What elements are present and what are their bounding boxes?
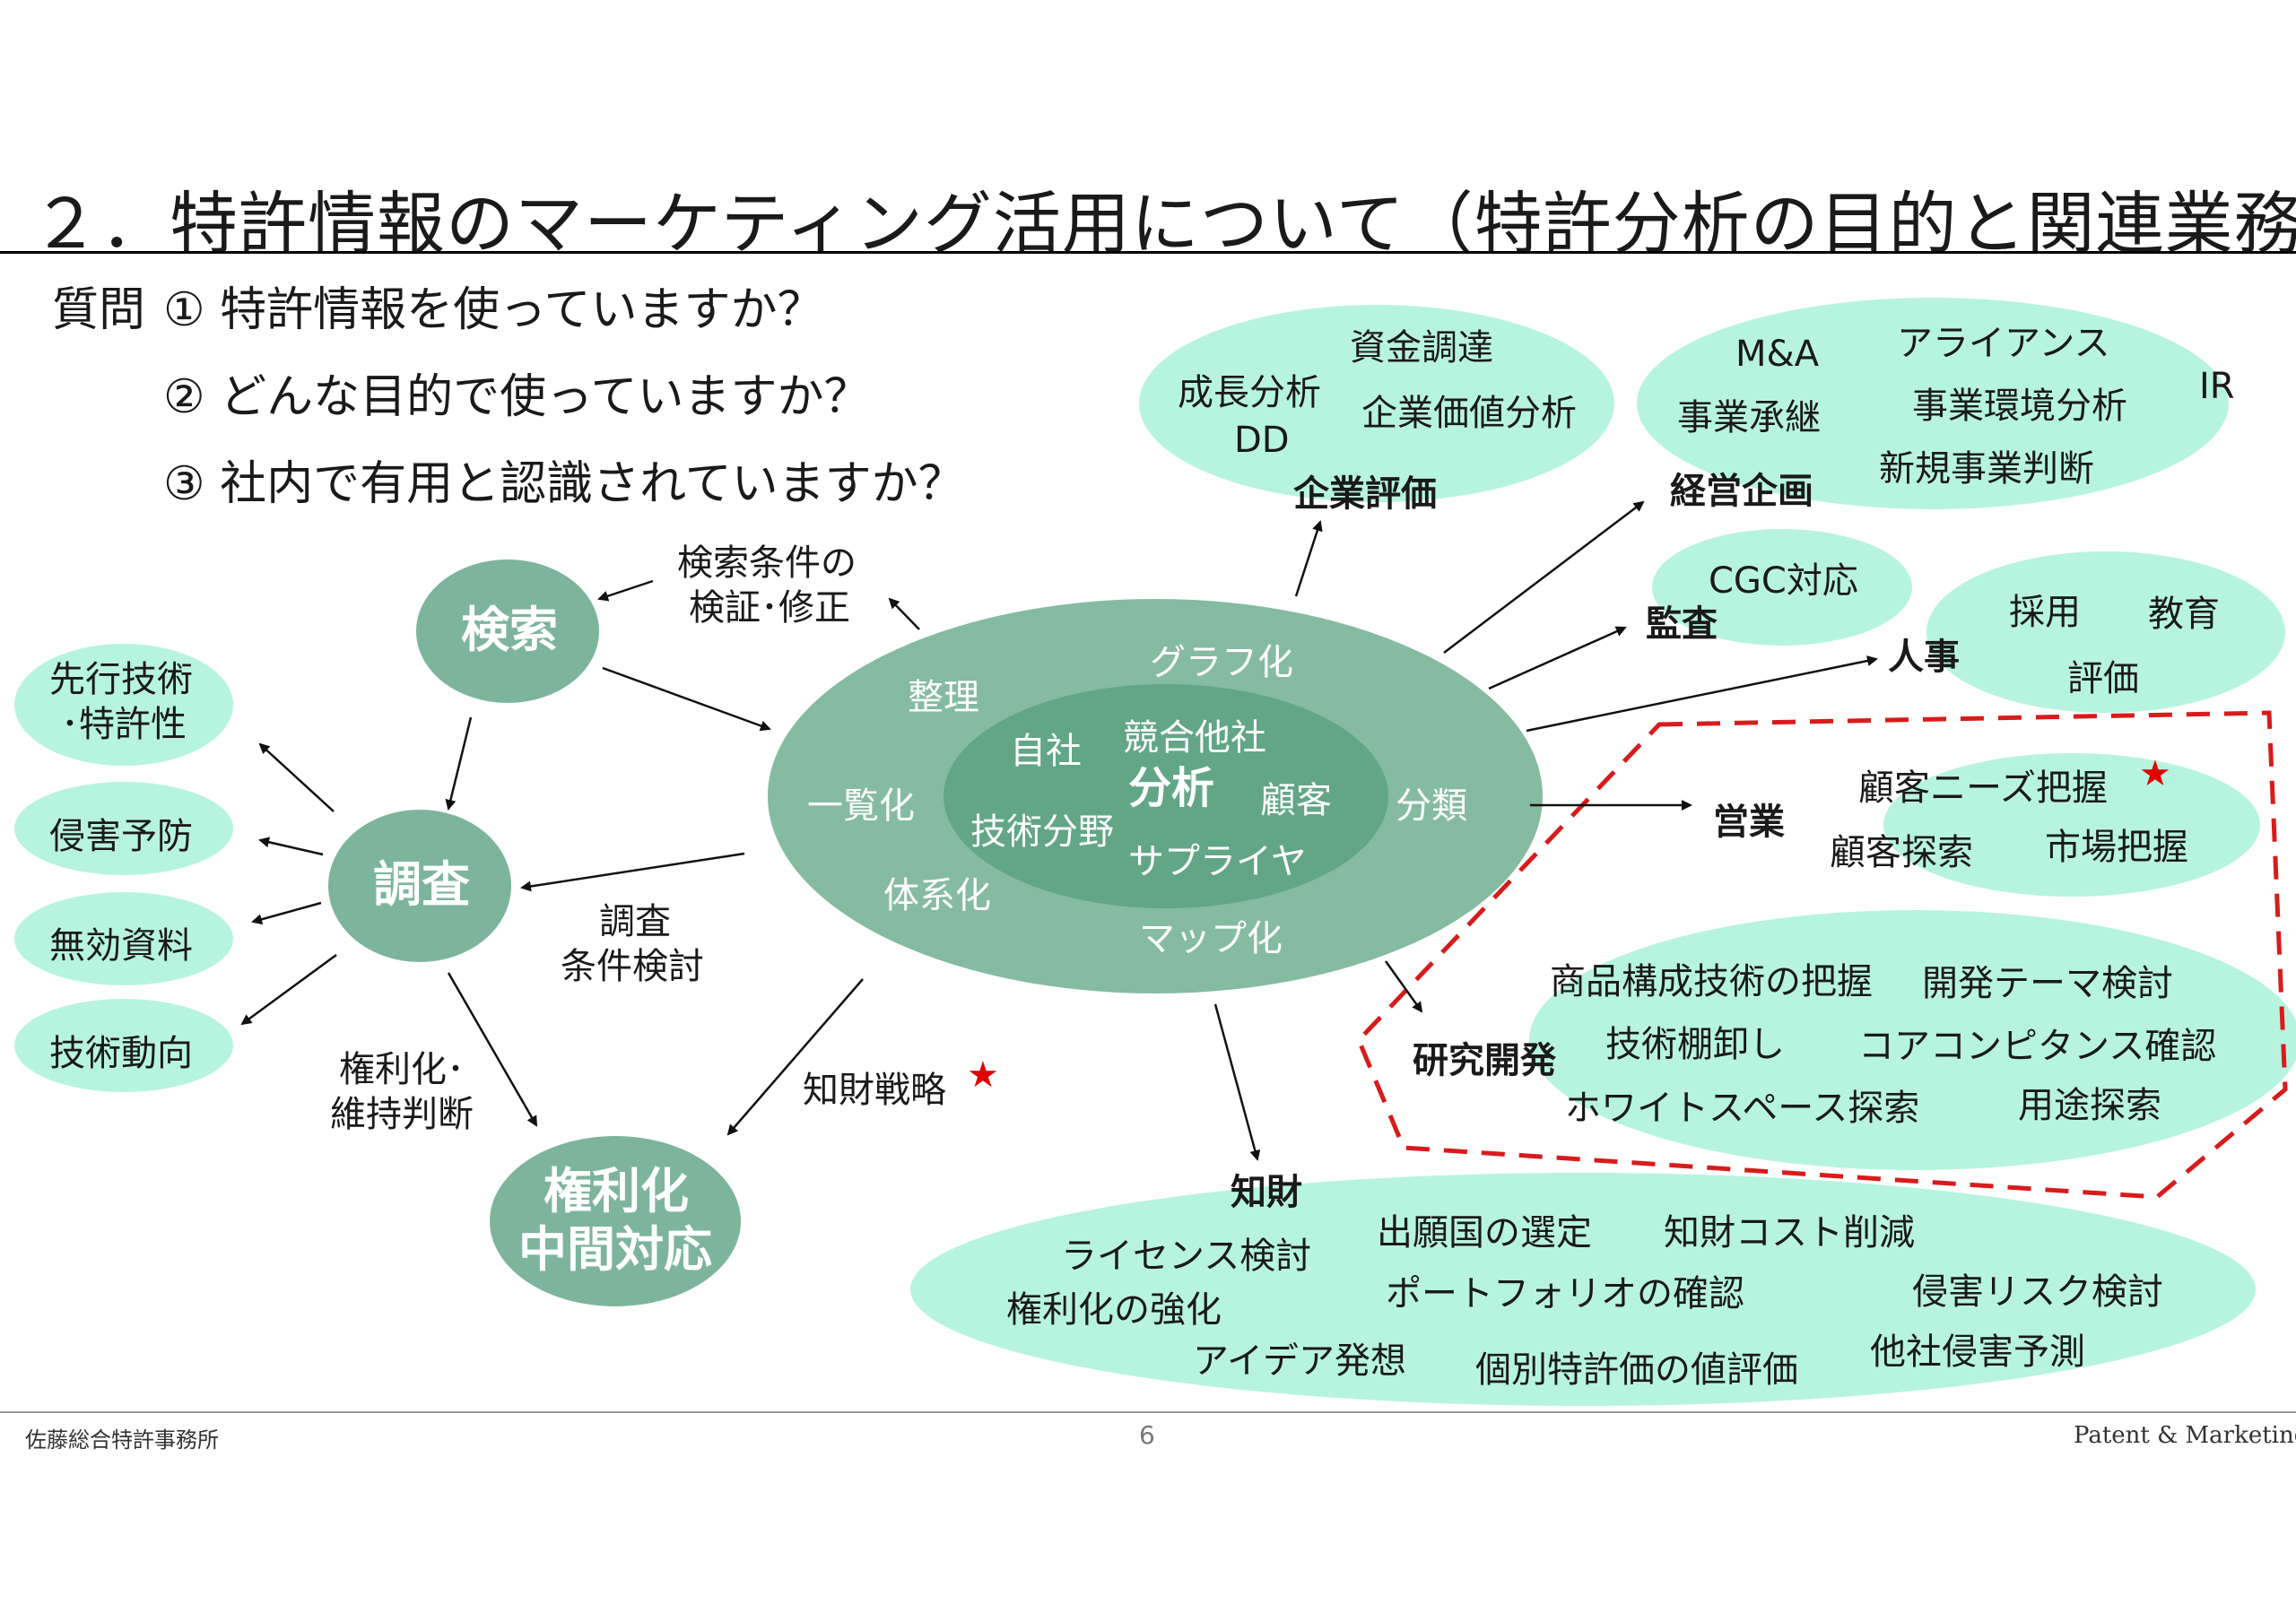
keiei-item-alliance: アライアンス — [1897, 314, 2110, 366]
kansa-item-cgc: CGC対応 — [1709, 551, 1858, 603]
kenkyu-item-theme: 開発テーマ検討 — [1922, 954, 2173, 1006]
arrow-kensaku-to-chousa — [448, 717, 471, 809]
center-outer-seiri: 整理 — [908, 668, 979, 720]
arrow-label-to-kensaku — [599, 581, 653, 599]
jinji-item-hyouka: 評価 — [2067, 649, 2139, 701]
center-inner-jisha: 自社 — [1010, 722, 1082, 774]
kenkyu-item-white: ホワイトスペース探索 — [1565, 1079, 1919, 1131]
kigyou-hyouka-label: 企業評価 — [1293, 464, 1437, 516]
kenkyu-label: 研究開発 — [1413, 1031, 1556, 1083]
eigyou-item-needs: 顧客ニーズ把握 — [1858, 759, 2108, 811]
eigyou-label: 営業 — [1713, 793, 1785, 845]
chizai-item-shutsugan: 出願国の選定 — [1377, 1203, 1592, 1255]
kigyou-item-kachi: 企業価値分析 — [1361, 384, 1577, 436]
chousa-target-2: 侵害予防 — [49, 807, 193, 859]
kigyou-item-shikin: 資金調達 — [1350, 318, 1493, 370]
kenrika-label-2: 中間対応 — [518, 1222, 712, 1278]
keiei-item-ma: M&A — [1735, 334, 1819, 375]
chizai-item-risk: 侵害リスク検討 — [1912, 1262, 2163, 1314]
chousa-target-3: 無効資料 — [49, 916, 193, 968]
arrow-center-to-keiei — [1444, 502, 1643, 653]
kenkyu-item-tanaoroshi: 技術棚卸し — [1605, 1015, 1785, 1067]
jinji-item-kyouiku: 教育 — [2148, 585, 2220, 637]
center-outer-bunrui: 分類 — [1396, 776, 1467, 828]
kigyou-item-dd: DD — [1234, 420, 1290, 461]
center-inner-gijutsu: 技術分野 — [970, 802, 1114, 854]
arrow-center-to-chousa — [522, 854, 744, 888]
arrow-chousa-to-target-4 — [242, 955, 336, 1024]
chizai-label: 知財 — [1231, 1163, 1302, 1215]
center-outer-map: マップ化 — [1139, 909, 1283, 961]
jinji-item-saiyou: 採用 — [2009, 583, 2081, 635]
footer-rule — [0, 1411, 2296, 1413]
arrow-center-to-kensaku-label — [890, 599, 919, 629]
eigyou-item-needs-star: ★ — [2139, 753, 2171, 794]
jinji-label: 人事 — [1888, 628, 1960, 680]
chizai-item-license: ライセンス検討 — [1061, 1227, 1311, 1279]
chizai-item-idea: アイデア発想 — [1193, 1331, 1406, 1383]
eigyou-item-shijou: 市場把握 — [2045, 818, 2188, 870]
kigyou-item-seichou: 成長分析 — [1178, 363, 1321, 415]
footer-right: Patent & Marketing — [2074, 1422, 2296, 1449]
chousa-cond-label-2: 条件検討 — [561, 937, 704, 989]
keiei-kikaku-label: 経営企画 — [1670, 462, 1813, 514]
arrow-kensaku-to-center — [603, 668, 770, 729]
keiei-item-ir: IR — [2199, 366, 2235, 407]
kenkyu-item-youto: 用途探索 — [2018, 1076, 2161, 1128]
chizai-item-tasha: 他社侵害予測 — [1870, 1323, 2085, 1375]
chousa-target-4: 技術動向 — [49, 1024, 193, 1076]
chizai-item-kobetsu: 個別特許価の値評価 — [1475, 1340, 1798, 1392]
kenri-iji-label-2: 維持判断 — [330, 1085, 474, 1137]
keiei-item-kankyou: 事業環境分析 — [1912, 377, 2127, 429]
center-inner-kokyaku: 顧客 — [1260, 771, 1332, 823]
chousa-target-1-line2: ･特許性 — [61, 695, 187, 747]
arrow-chousa-to-target-1 — [260, 744, 334, 811]
chizai-senryaku-label: 知財戦略 — [803, 1061, 946, 1113]
arrow-center-to-chizai — [1215, 1004, 1257, 1159]
center-inner-kyougou: 競合他社 — [1123, 708, 1266, 760]
center-outer-graph: グラフ化 — [1150, 633, 1293, 685]
chizai-senryaku-star: ★ — [967, 1054, 999, 1096]
chizai-item-kyouka: 権利化の強化 — [1006, 1280, 1222, 1332]
arrow-center-to-kansa — [1489, 628, 1625, 689]
chousa-label: 調査 — [373, 857, 470, 913]
center-outer-ichiran: 一覧化 — [807, 776, 915, 828]
center-core-label: 分析 — [1128, 764, 1214, 813]
center-outer-taikei: 体系化 — [883, 866, 991, 918]
arrow-chousa-to-target-3 — [253, 903, 321, 922]
kensaku-cond-label-2: 検証･修正 — [689, 578, 850, 630]
footer-left: 佐藤総合特許事務所 — [25, 1422, 219, 1453]
kenkyu-item-core: コアコンピタンス確認 — [1858, 1017, 2216, 1069]
center-inner-supplier: サプライヤ — [1128, 832, 1307, 884]
chizai-item-cost: 知財コスト削減 — [1664, 1203, 1915, 1255]
chizai-item-portfolio: ポートフォリオの確認 — [1386, 1264, 1744, 1316]
arrow-center-to-kigyou — [1296, 522, 1320, 596]
keiei-item-shinki: 新規事業判断 — [1879, 439, 2094, 491]
kenkyu-item-shouhin: 商品構成技術の把握 — [1550, 952, 1873, 1004]
kensaku-label: 検索 — [461, 603, 558, 658]
kenrika-label-1: 権利化 — [544, 1164, 689, 1219]
arrow-chousa-to-target-2 — [260, 840, 323, 854]
keiei-item-shoukei: 事業承継 — [1677, 388, 1821, 440]
kansa-label: 監査 — [1646, 594, 1718, 646]
eigyou-item-tansaku: 顧客探索 — [1830, 823, 1973, 875]
footer-page: 6 — [1139, 1420, 1155, 1450]
